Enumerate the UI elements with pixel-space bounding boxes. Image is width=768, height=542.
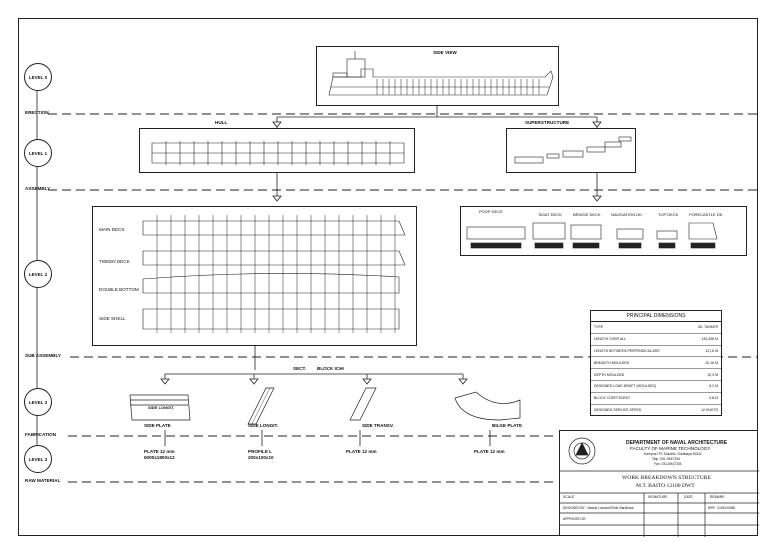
stage-assembly: ASSEMBLY [25, 186, 51, 191]
table-row: BREADTH MOULDED 20,16 M [591, 357, 721, 370]
row-value: 12 KNOTS [701, 407, 718, 412]
title-block-grid [560, 437, 759, 537]
side-view-title: SIDE VIEW [433, 50, 457, 55]
row-value: OIL TANKER [697, 325, 718, 330]
side-view-box: SIDE VIEW [316, 46, 559, 106]
col-date: DATE [684, 495, 693, 499]
sblock-forecastle-deck: FORECASTLE DK. [689, 212, 724, 217]
row-key: BLOCK COEFFICIENT [594, 396, 631, 401]
raw-side-plate: PLATE 12 mm 6000x1800x12 [144, 449, 175, 460]
level-0-badge: LEVEL 0 [24, 63, 52, 91]
part-inner-side-longit: SIDE LONGIT. [148, 405, 175, 410]
table-row: LENGTH OVER ALL 130,408 M [591, 334, 721, 346]
approved-by: APPROVED BY [563, 517, 586, 521]
level-3b-badge: LEVEL 3 [24, 445, 52, 473]
col-remark: REMARK [710, 495, 725, 499]
row-value: 0,813 [709, 396, 718, 401]
faculty-name: FACULTY OF MARINE TECHNOLOGY [630, 446, 711, 451]
raw-bilge-plate: PLATE 12 mm [474, 449, 505, 454]
student-nrp: NRP : 4109100068 [708, 506, 736, 510]
row-value: 8,2 M [709, 384, 718, 389]
level-2-badge: LEVEL 2 [24, 260, 52, 288]
sblock-bridge-deck: BRIDGE DECK [573, 212, 601, 217]
table-row: DESIGNED LOAD DRAFT (MOULDED) 8,2 M [591, 381, 721, 393]
sblock-poop-deck: POOP DECK [479, 209, 503, 214]
row-value: 10,3 M [707, 372, 718, 377]
sblock-top-deck: TOP DECK [658, 212, 679, 217]
row-value: 130,408 M [701, 337, 718, 342]
superstructure-blocks-drawing [466, 222, 718, 249]
part-side-transv: SIDE TRANSV. [362, 423, 394, 428]
address-line-1: Kampus ITS Sukolilo, Surabaya 60111 [644, 452, 702, 456]
block-main-deck: MAIN DECK [99, 227, 125, 232]
superstructure-drawing [514, 136, 632, 164]
raw-side-longit: PROFILE L 200x100x10 [248, 449, 274, 460]
hull-title: HULL [215, 120, 228, 125]
university-logo [568, 437, 596, 465]
col-signature: SIGNATURE [648, 495, 668, 499]
sect-label: SECT. [293, 366, 307, 371]
hull-box [139, 128, 415, 173]
sblock-boat-deck: BOAT DECK [539, 212, 562, 217]
stage-sub-assembly: SUB ASSEMBLY [25, 353, 61, 358]
row-key: DESIGNED SERVICE SPEED [594, 407, 642, 412]
hull-blocks-box: MAIN DECK TWEEN DECK DOUBLE BOTTOM SIDE … [92, 206, 417, 346]
row-value: 20,16 M [705, 360, 718, 365]
address-line-3: Fax. 031-5947254 [654, 462, 682, 466]
raw-side-transv: PLATE 12 mm [346, 449, 377, 454]
table-row: LENGTH BETWEEN PERPENDICULARS 121,8 M [591, 346, 721, 358]
row-key: DESIGNED LOAD DRAFT (MOULDED) [594, 384, 657, 389]
ship-name: M.T. BAITO 12100 DWT [636, 483, 695, 489]
stage-erection: ERECTION [25, 110, 49, 115]
level-3-badge: LEVEL 3 [24, 388, 52, 416]
block-double-bottom: DOUBLE BOTTOM [99, 287, 139, 292]
ship-side-view-drawing [328, 51, 554, 96]
stage-fabrication: FABRICATION [25, 432, 57, 437]
part-bilge-plate: BILGE PLATE [492, 423, 523, 428]
drawing-frame [18, 18, 758, 536]
sblock-navigation-deck: NAVIGATION DK. [611, 212, 643, 217]
superstructure-box [506, 128, 636, 173]
part-side-plate: SIDE PLATE [144, 423, 171, 428]
dept-name: DEPARTMENT OF NAVAL ARCHITECTURE [626, 440, 728, 446]
superstructure-blocks-box: POOP DECK BOAT DECK BRIDGE DECK NAVIGATI… [460, 206, 747, 256]
block-side-shell: SIDE SHELL [99, 316, 126, 321]
part-side-longit: SIDE LONGIT. [248, 423, 279, 428]
principal-dimensions-title: PRINCIPAL DIMENSIONS [591, 311, 721, 322]
level-1-badge: LEVEL 1 [24, 139, 52, 167]
row-key: TYPE [594, 325, 604, 330]
stage-raw-material: RAW MATERIAL [25, 478, 61, 483]
superstructure-title: SUPERSTRUCTURE [525, 120, 570, 125]
table-row: DESIGNED SERVICE SPEED 12 KNOTS [591, 405, 721, 416]
address-line-2: Telp. 031-5947254 [652, 457, 681, 461]
hull-blocks-drawing [151, 141, 405, 165]
table-row: DEPTH MOULDED 10,3 M [591, 369, 721, 381]
block-tween-deck: TWEEN DECK [99, 259, 130, 264]
row-key: LENGTH BETWEEN PERPENDICULARS [594, 348, 660, 353]
block-label: BLOCK ICHI [317, 366, 344, 371]
principal-dimensions-table: PRINCIPAL DIMENSIONS TYPE OIL TANKER LENG… [590, 310, 722, 417]
drawing-title: WORK BREAKDOWN STRUCTURE [622, 475, 711, 481]
table-row: TYPE OIL TANKER [591, 322, 721, 334]
row-key: LENGTH OVER ALL [594, 337, 627, 342]
row-key: DEPTH MOULDED [594, 372, 625, 377]
designed-by: DESIGNED BY : Nashid Lazuardi Rizki Mard… [563, 506, 634, 510]
hull-blocks-exploded-drawing [142, 215, 406, 333]
title-block: DEPARTMENT OF NAVAL ARCHITECTURE FACULTY… [559, 430, 759, 537]
row-key: BREADTH MOULDED [594, 360, 630, 365]
row-value: 121,8 M [705, 348, 718, 353]
col-scale: SCALE [563, 495, 575, 499]
table-row: BLOCK COEFFICIENT 0,813 [591, 393, 721, 405]
